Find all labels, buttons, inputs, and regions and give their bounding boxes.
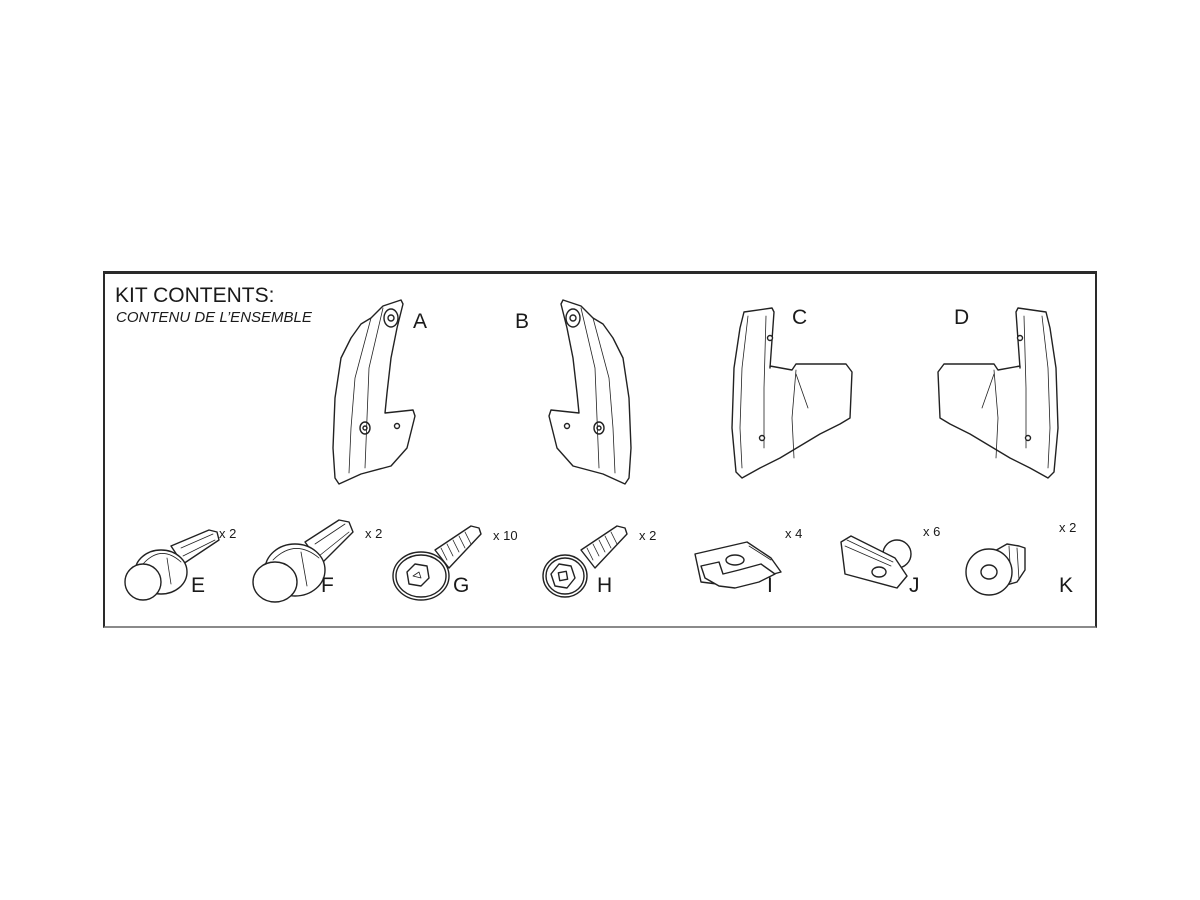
mud-flap-front-left-icon bbox=[332, 299, 416, 485]
kit-contents-title: KIT CONTENTS: bbox=[115, 284, 275, 307]
kit-contents-panel: KIT CONTENTS: CONTENU DE L’ENSEMBLE A B bbox=[103, 271, 1097, 628]
part-a-label: A bbox=[413, 310, 428, 333]
part-c-label: C bbox=[792, 306, 808, 329]
part-h-label: H bbox=[597, 574, 613, 597]
part-e-label: E bbox=[191, 574, 206, 597]
mud-flap-rear-right-icon bbox=[937, 307, 1059, 479]
push-rivet-small-icon bbox=[124, 529, 220, 601]
part-h: x 2 H bbox=[535, 520, 675, 604]
part-f-label: F bbox=[321, 574, 334, 597]
part-k-label: K bbox=[1059, 574, 1074, 597]
grommet-icon bbox=[965, 543, 1026, 596]
part-i-quantity: x 4 bbox=[785, 526, 803, 541]
part-c: C bbox=[730, 306, 860, 488]
part-k-quantity: x 2 bbox=[1059, 520, 1077, 535]
part-a: A bbox=[331, 298, 427, 488]
part-f-quantity: x 2 bbox=[365, 526, 383, 541]
part-e-quantity: x 2 bbox=[219, 526, 237, 541]
part-j-label: J bbox=[909, 574, 920, 597]
part-f: x 2 F bbox=[245, 512, 385, 604]
part-d-label: D bbox=[954, 306, 970, 329]
part-e: x 2 E bbox=[121, 524, 241, 604]
hex-washer-screw-icon bbox=[392, 525, 482, 601]
j-clip-nut-icon bbox=[840, 535, 912, 589]
part-k: x 2 K bbox=[963, 520, 1093, 604]
part-b: B bbox=[515, 298, 633, 488]
part-d: D bbox=[930, 306, 1060, 488]
part-i: x 4 I bbox=[691, 524, 821, 604]
part-i-label: I bbox=[767, 574, 773, 597]
hex-washer-screw-square-drive-icon bbox=[542, 525, 628, 598]
kit-contents-subtitle: CONTENU DE L’ENSEMBLE bbox=[116, 309, 312, 326]
mud-flap-front-right-icon bbox=[548, 299, 632, 485]
part-g-quantity: x 10 bbox=[493, 528, 518, 543]
push-rivet-large-icon bbox=[252, 519, 354, 603]
part-j-quantity: x 6 bbox=[923, 524, 941, 539]
part-h-quantity: x 2 bbox=[639, 528, 657, 543]
u-nut-clip-icon bbox=[694, 541, 782, 589]
part-b-label: B bbox=[515, 310, 530, 333]
part-g: x 10 G bbox=[385, 520, 525, 604]
part-j: x 6 J bbox=[835, 524, 975, 604]
mud-flap-rear-left-icon bbox=[731, 307, 853, 479]
part-g-label: G bbox=[453, 574, 470, 597]
